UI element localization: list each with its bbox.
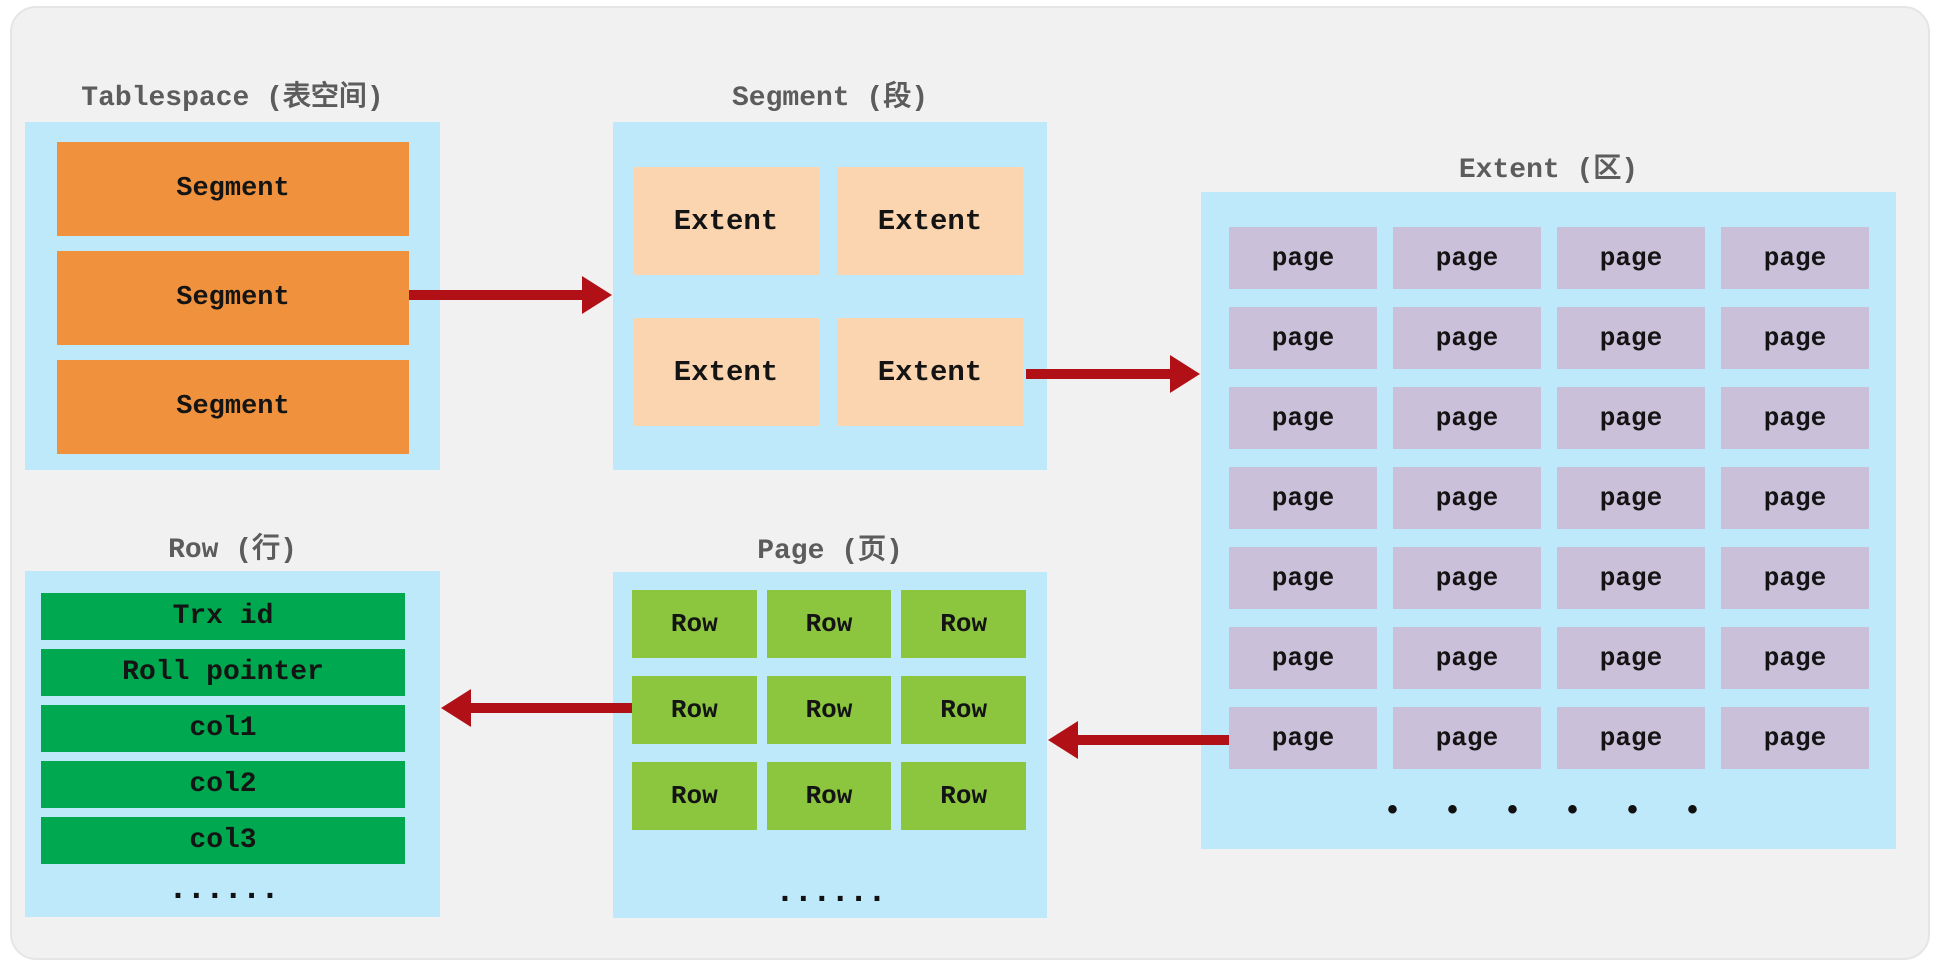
- page-box: page: [1557, 467, 1705, 529]
- row-field-box: col3: [41, 817, 405, 864]
- row-field-box: col1: [41, 705, 405, 752]
- row-container: Trx id Roll pointer col1 col2 col3 ......: [25, 571, 440, 917]
- page-box: page: [1721, 627, 1869, 689]
- arrow-tablespace-to-segment: [409, 276, 612, 314]
- page-box: page: [1393, 707, 1541, 769]
- row-box: Row: [766, 676, 892, 744]
- row-box: Row: [901, 762, 1026, 830]
- row-box: Row: [766, 590, 892, 658]
- page-box: page: [1393, 307, 1541, 369]
- page-box: page: [1229, 387, 1377, 449]
- arrow-shaft: [409, 290, 587, 300]
- arrow-head-right-icon: [1170, 355, 1200, 393]
- page-box: page: [1229, 467, 1377, 529]
- extent-box: Extent: [837, 318, 1023, 426]
- arrow-head-left-icon: [1048, 721, 1078, 759]
- page-box: page: [1393, 547, 1541, 609]
- page-title: Page (页): [757, 536, 903, 567]
- page-box: page: [1229, 307, 1377, 369]
- row-field-box: Roll pointer: [41, 649, 405, 696]
- segment-title: Segment (段): [731, 83, 929, 114]
- arrow-head-right-icon: [582, 276, 612, 314]
- page-box: page: [1557, 387, 1705, 449]
- extent-box: Extent: [633, 167, 819, 275]
- arrow-head-left-icon: [441, 689, 471, 727]
- arrow-extent-to-page: [1048, 721, 1229, 759]
- page-box: page: [1393, 387, 1541, 449]
- row-field-box: Trx id: [41, 593, 405, 640]
- tablespace-title: Tablespace (表空间): [81, 83, 384, 114]
- page-box: page: [1721, 547, 1869, 609]
- page-box: page: [1721, 387, 1869, 449]
- row-box: Row: [632, 762, 757, 830]
- page-box: page: [1557, 307, 1705, 369]
- extent-page-grid: page page page page page page page page page page…: [1201, 192, 1896, 769]
- page-box: page: [1393, 467, 1541, 529]
- page-box: page: [1721, 467, 1869, 529]
- row-box: Row: [766, 762, 892, 830]
- arrow-segment-to-extent: [1026, 355, 1200, 393]
- page-box: page: [1557, 547, 1705, 609]
- page-box: page: [1229, 547, 1377, 609]
- extent-ellipsis: • • • • • •: [1383, 795, 1714, 829]
- page-box: page: [1229, 227, 1377, 289]
- row-title: Row (行): [168, 535, 297, 566]
- row-box: Row: [901, 676, 1026, 744]
- page-ellipsis: ......: [774, 874, 887, 912]
- row-box: Row: [901, 590, 1026, 658]
- row-field-box: col2: [41, 761, 405, 808]
- segment-box: Segment: [57, 142, 409, 236]
- page-box: page: [1557, 707, 1705, 769]
- segment-box: Segment: [57, 360, 409, 454]
- extent-title: Extent (区): [1458, 155, 1639, 186]
- row-box: Row: [632, 590, 757, 658]
- extent-container: page page page page page page page page page page…: [1201, 192, 1896, 849]
- segment-box: Segment: [57, 251, 409, 345]
- page-box: page: [1721, 227, 1869, 289]
- arrow-shaft: [466, 703, 632, 713]
- page-box: page: [1557, 627, 1705, 689]
- page-box: page: [1721, 707, 1869, 769]
- page-box: page: [1393, 627, 1541, 689]
- arrow-shaft: [1073, 735, 1229, 745]
- page-box: page: [1557, 227, 1705, 289]
- page-box: page: [1721, 307, 1869, 369]
- extent-box: Extent: [837, 167, 1023, 275]
- arrow-page-to-row: [441, 689, 632, 727]
- row-box: Row: [632, 676, 757, 744]
- page-box: page: [1229, 707, 1377, 769]
- extent-box: Extent: [633, 318, 819, 426]
- arrow-shaft: [1026, 369, 1175, 379]
- row-ellipsis: ......: [167, 871, 280, 909]
- page-box: page: [1229, 627, 1377, 689]
- page-box: page: [1393, 227, 1541, 289]
